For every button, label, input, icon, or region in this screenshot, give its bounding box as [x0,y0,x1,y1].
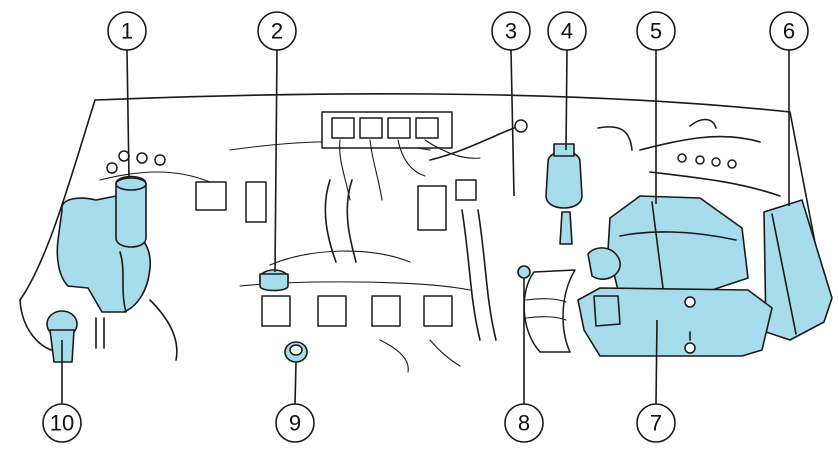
callout-6: 6 [770,12,808,50]
callout-9: 9 [276,404,314,442]
callout-5: 5 [637,12,675,50]
callout-5-label: 5 [650,19,662,44]
small-cap-8 [518,266,530,278]
callout-8-label: 8 [518,411,530,436]
left-strut-bolts [107,151,165,173]
callout-4: 4 [548,12,586,50]
washer-reservoir [57,177,150,313]
highlighted-components [47,144,832,362]
oil-filler-cap [285,342,307,362]
battery [578,288,772,356]
callout-3-label: 3 [505,19,517,44]
callout-2: 2 [258,12,296,50]
brake-fluid-reservoir [546,144,582,244]
callout-1: 1 [108,12,146,50]
callout-9-label: 9 [289,411,301,436]
air-cleaner-box [588,196,748,296]
fuse-relay-box [764,200,832,340]
callout-10: 10 [43,404,81,442]
callout-1-label: 1 [121,19,133,44]
callout-10-label: 10 [50,411,74,436]
callout-8: 8 [505,404,543,442]
right-strut-bolts [678,154,736,168]
callout-4-label: 4 [561,19,573,44]
callout-7: 7 [637,404,675,442]
callout-2-label: 2 [271,19,283,44]
oil-dipstick-cap [260,270,288,291]
callout-7-label: 7 [650,411,662,436]
callout-6-label: 6 [783,19,795,44]
callout-3: 3 [492,12,530,50]
